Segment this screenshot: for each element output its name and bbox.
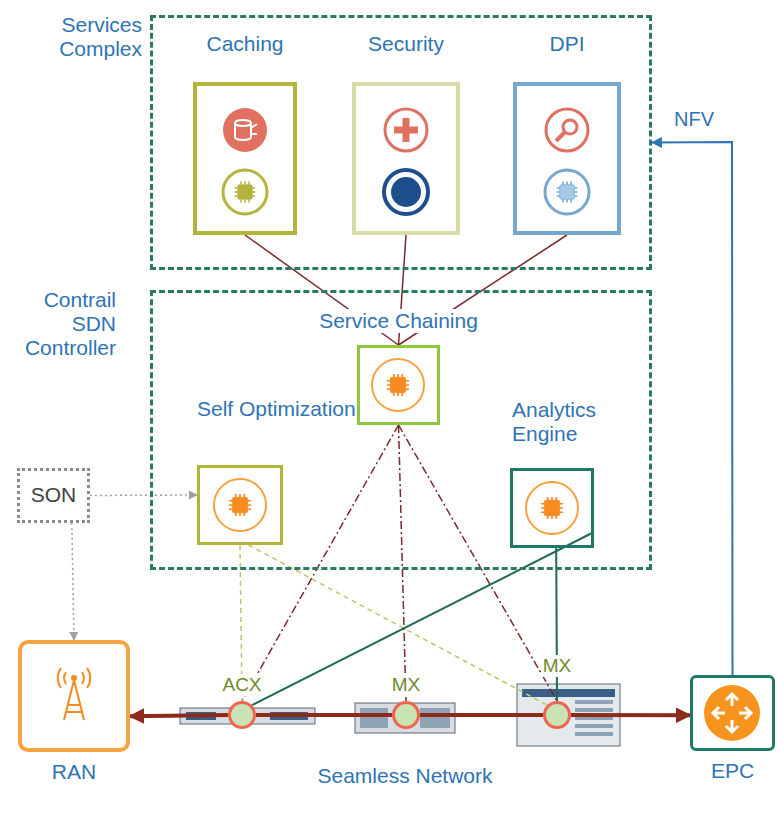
label-text: Seamless Network xyxy=(317,764,492,788)
label-text: NFV xyxy=(672,108,716,131)
connector xyxy=(571,713,690,717)
label-text: Service Chaining xyxy=(317,309,480,333)
device-port: MX xyxy=(543,701,571,729)
label-text: ACX xyxy=(220,674,263,696)
son-box: SON xyxy=(17,468,90,523)
label-text: Analytics Engine xyxy=(512,398,642,446)
epc-box: EPC xyxy=(690,675,775,751)
tower-icon xyxy=(58,668,91,720)
connector xyxy=(130,715,228,716)
label-text: EPC xyxy=(711,759,754,783)
service-box: Security xyxy=(352,82,460,235)
service-box: DPI xyxy=(513,82,621,235)
function-box: Analytics Engine xyxy=(510,468,594,548)
function-box: Self Optimization xyxy=(197,465,283,545)
cache-icon xyxy=(223,108,267,152)
group-region: Contrail SDN ControllerService ChainingS… xyxy=(150,290,652,570)
security-icon xyxy=(385,109,427,151)
label-text: Caching xyxy=(206,32,283,56)
label-text: MX xyxy=(541,655,574,677)
label-text: Security xyxy=(368,32,444,56)
connector xyxy=(72,523,74,640)
connector xyxy=(555,548,558,701)
label-text: Self Optimization xyxy=(197,397,356,421)
connector xyxy=(252,532,594,705)
device-port: ACX xyxy=(228,701,256,729)
label-text: RAN xyxy=(52,760,96,784)
label-text: SON xyxy=(31,483,77,507)
chip-icon xyxy=(545,170,589,214)
epc-icon xyxy=(704,685,760,741)
function-box: Service Chaining xyxy=(357,345,440,425)
connector xyxy=(90,494,197,496)
service-box: Caching xyxy=(193,82,297,235)
label-text: DPI xyxy=(549,32,584,56)
connector xyxy=(399,425,407,701)
connector xyxy=(256,713,392,717)
chip-icon xyxy=(223,170,267,214)
device-port: MX xyxy=(392,701,420,729)
label-text: Services Complex xyxy=(2,13,142,61)
chip-icon xyxy=(214,359,578,534)
label-text: MX xyxy=(390,674,423,696)
chip-icon xyxy=(384,170,428,214)
connector xyxy=(420,713,543,717)
connector xyxy=(652,142,733,675)
label-text: Contrail SDN Controller xyxy=(4,288,116,360)
ran-box: RAN xyxy=(18,640,130,752)
dpi-icon xyxy=(546,109,588,151)
group-region: Services ComplexCachingSecurityDPI xyxy=(150,15,652,270)
